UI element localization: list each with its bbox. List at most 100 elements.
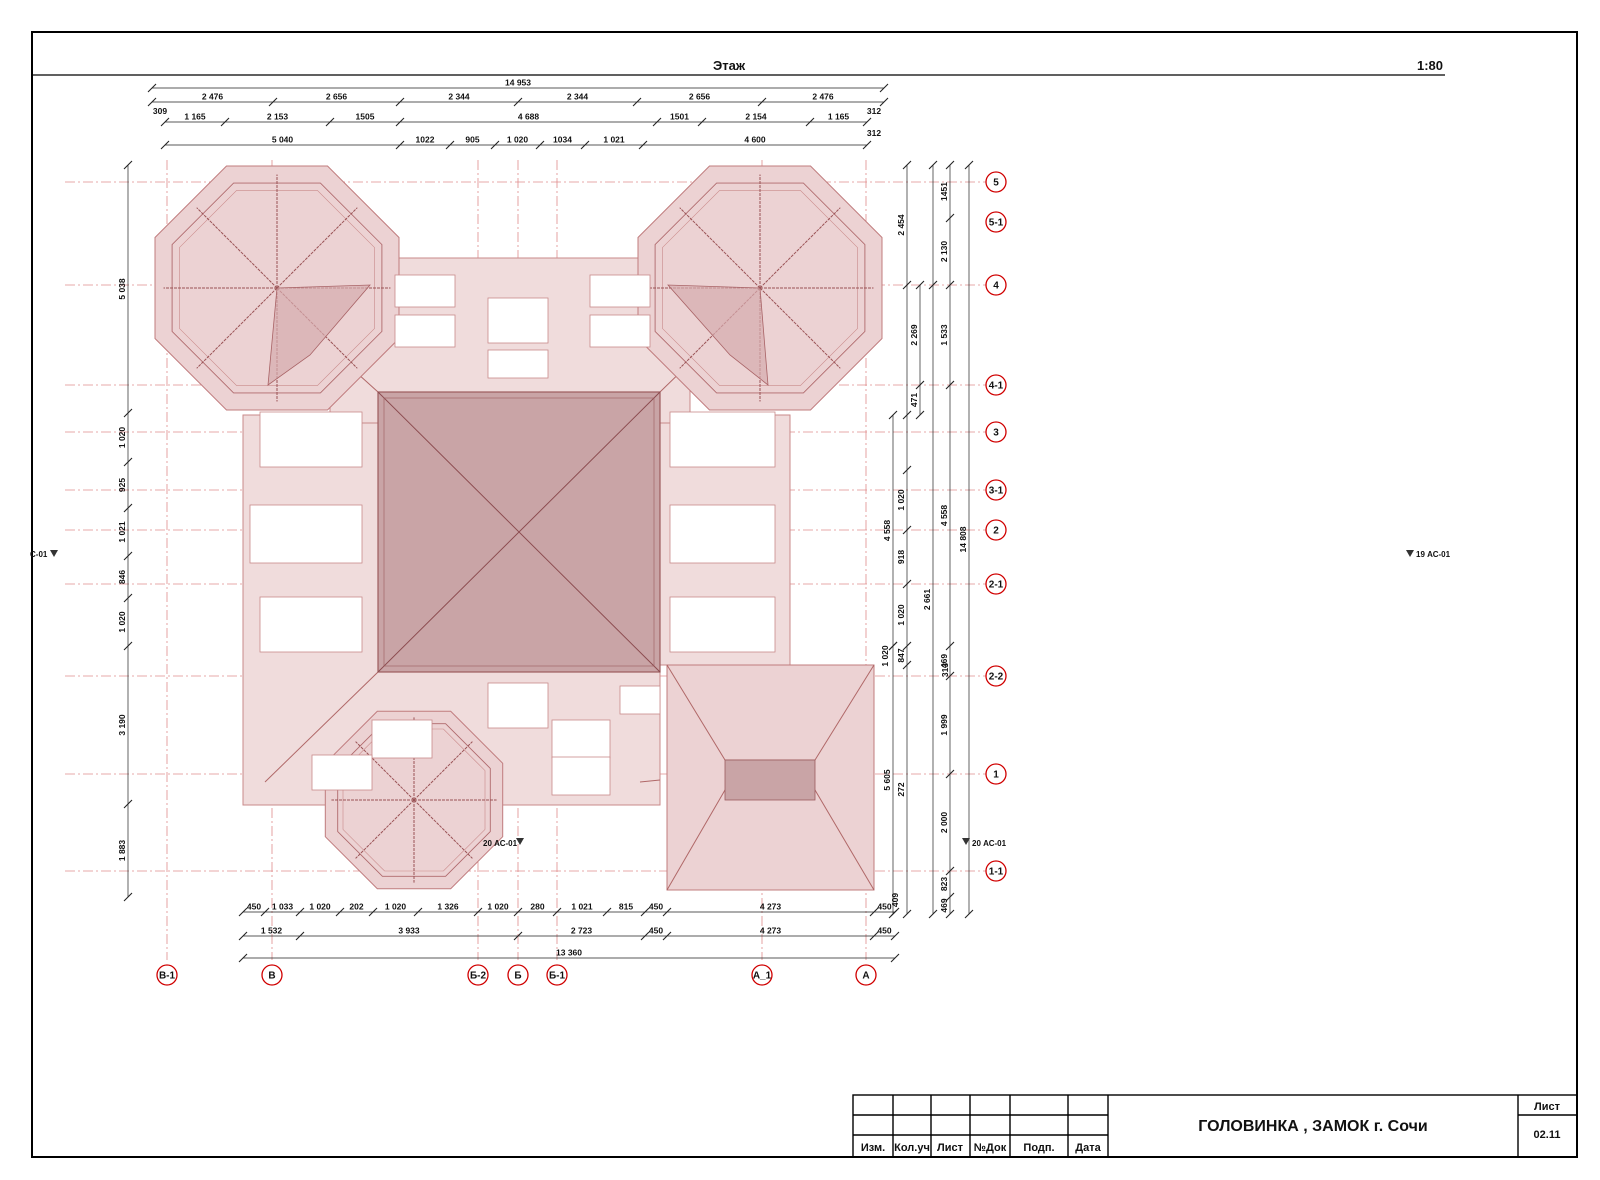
dim-label: 2 723: [571, 926, 593, 936]
dim-label: 312: [867, 128, 881, 138]
axis-bubble: [985, 211, 1007, 233]
title-block-col-label: №Док: [974, 1142, 1007, 1154]
section-mark-right: 19 АС-01: [1416, 550, 1451, 559]
axis-bubble: [985, 274, 1007, 296]
axis-label: 1: [993, 770, 999, 781]
dim-label: 5 040: [272, 135, 294, 145]
plan-title: Этаж: [713, 58, 746, 73]
axis-label: 2: [993, 526, 999, 537]
axis-label: Б-1: [549, 971, 566, 982]
dim-label: 2 476: [812, 92, 834, 102]
dim-label: 280: [530, 902, 544, 912]
sheet-label: Лист: [1534, 1101, 1561, 1113]
dim-label: 14 953: [505, 78, 531, 88]
dim-label: 918: [896, 550, 906, 564]
dim-label: 1 999: [939, 714, 949, 736]
dim-label: 1022: [416, 135, 435, 145]
section-arrow-right2: [962, 838, 970, 845]
dim-label: 450: [877, 902, 891, 912]
dim-label: 4 273: [760, 926, 782, 936]
roof-hip-lines: [264, 289, 766, 783]
axis-label: 4: [993, 281, 999, 292]
axis-bubble: [546, 964, 568, 986]
dim-label: 2 344: [567, 92, 589, 102]
project-title: ГОЛОВИНКА , ЗАМОК г. Сочи: [1198, 1118, 1427, 1135]
dim-label: 1505: [356, 112, 375, 122]
dim-label: 471: [909, 393, 919, 407]
section-arrow-right: [1406, 550, 1414, 557]
dim-label: 450: [247, 902, 261, 912]
dim-label: 1 020: [896, 489, 906, 511]
dim-label: 1 165: [184, 112, 206, 122]
dim-label: 1 020: [309, 902, 331, 912]
axis-bubble: [985, 519, 1007, 541]
dim-label: 1451: [939, 182, 949, 201]
dim-label: 1501: [670, 112, 689, 122]
axis-bubble: [985, 171, 1007, 193]
dim-label: 823: [939, 877, 949, 891]
dim-label: 1 883: [117, 840, 127, 862]
dim-label: 2 656: [326, 92, 348, 102]
axis-label: В-1: [159, 971, 176, 982]
axis-label: 2-2: [989, 672, 1004, 683]
dim-label: 1034: [553, 135, 572, 145]
dim-label: 1 021: [571, 902, 593, 912]
dim-label: 1 020: [880, 645, 890, 667]
dim-label: 1 021: [117, 521, 127, 543]
dim-label: 409: [890, 893, 900, 907]
axis-bubble: [985, 860, 1007, 882]
dim-label: 450: [877, 926, 891, 936]
dim-label: 3 933: [398, 926, 420, 936]
dim-label: 14 808: [958, 526, 968, 552]
dim-label: 1 165: [828, 112, 850, 122]
dim-label: 1 533: [939, 324, 949, 346]
axis-bubble: [507, 964, 529, 986]
dim-label: 1 020: [385, 902, 407, 912]
dim-label: 815: [619, 902, 633, 912]
dim-label: 1 021: [603, 135, 625, 145]
dim-label: 2 269: [909, 324, 919, 346]
dimension-lines: [123, 83, 974, 963]
sheet-number: 02.11: [1534, 1129, 1561, 1141]
dim-label: 2 153: [267, 112, 289, 122]
dim-label: 2 454: [896, 214, 906, 236]
dim-label: 2 344: [448, 92, 470, 102]
dim-label: 847: [896, 648, 906, 662]
axis-bubble: [985, 374, 1007, 396]
section-mark-mid: 20 АС-01: [483, 839, 518, 848]
dim-label: 1 326: [437, 902, 459, 912]
dim-label: 1 020: [507, 135, 529, 145]
axis-bubble: [751, 964, 773, 986]
dim-label: 1 020: [487, 902, 509, 912]
axis-bubble: [156, 964, 178, 986]
dim-label: 2 476: [202, 92, 224, 102]
axis-label: 5: [993, 178, 999, 189]
roof-plan: [154, 165, 883, 891]
dim-label: 3 190: [117, 714, 127, 736]
title-block-col-label: Подп.: [1023, 1142, 1054, 1154]
dim-label: 1 020: [896, 604, 906, 626]
axis-label: Б: [514, 971, 521, 982]
dim-label: 309: [153, 106, 167, 116]
tower-square-ridge: [724, 759, 816, 801]
section-mark-right2: 20 АС-01: [972, 839, 1007, 848]
dim-label: 13 360: [556, 948, 582, 958]
dim-label: 469: [939, 898, 949, 912]
axis-label: А: [862, 971, 869, 982]
dim-label: 5 605: [882, 769, 892, 791]
title-block-col-label: Изм.: [861, 1142, 885, 1154]
axis-bubble: [467, 964, 489, 986]
dim-label: 450: [649, 902, 663, 912]
dim-label: 2 000: [939, 812, 949, 834]
axis-label: 3: [993, 428, 999, 439]
dim-label: 202: [349, 902, 363, 912]
dim-label: 4 273: [760, 902, 782, 912]
dim-label: 4 558: [882, 520, 892, 542]
dim-label: 5 038: [117, 278, 127, 300]
roof-openings: [249, 274, 776, 796]
title-block-col-label: Кол.уч: [894, 1142, 930, 1154]
dim-label: 4 688: [518, 112, 540, 122]
axis-label: 1-1: [989, 867, 1004, 878]
